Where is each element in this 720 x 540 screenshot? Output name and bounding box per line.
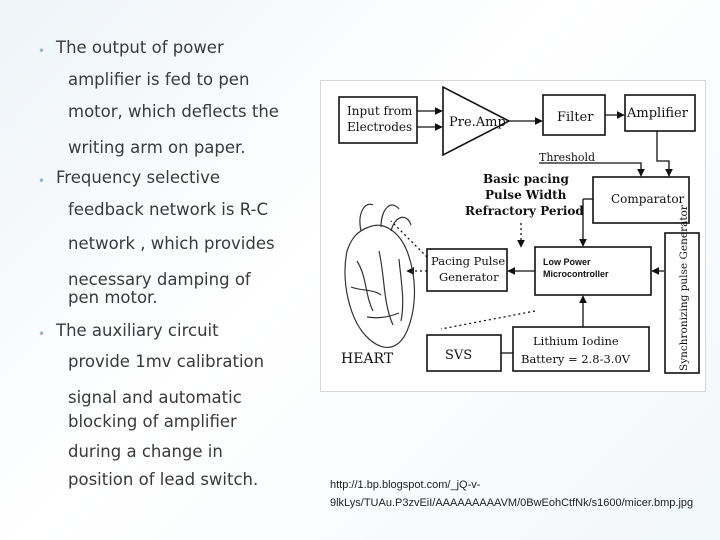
bullet-3-line-1: The auxiliary circuit [56,321,219,340]
bullet-1-line-4: writing arm on paper. [68,138,246,157]
comparator-label: Comparator [611,192,685,206]
bullet-1-line-3: motor, which deflects the [68,102,279,121]
pacemaker-block-diagram: Input from Electrodes Pre.Amp Filter Amp… [320,80,706,392]
microcontroller-label: Microcontroller [543,269,609,279]
input-electrodes-box [338,96,418,144]
bullet-2-line-5: pen motor. [68,288,158,307]
battery-box [512,326,650,372]
bullet-2-line-3: network , which provides [68,234,275,253]
bullet-3-line-3: signal and automatic [68,388,242,407]
input-electrodes-label-1: Input from [347,104,413,118]
comparator-box [592,176,690,224]
block-diagram-svg: Input from Electrodes Pre.Amp Filter Amp… [338,85,700,374]
bullet-2-line-2: feedback network is R-C [68,200,268,219]
bullet-dot: • [38,44,46,58]
bullet-1-line-2: amplifier is fed to pen [68,70,250,89]
bullet-3-line-4: blocking of amplifier [68,412,237,431]
amplifier-label: Amplifier [626,106,689,121]
heart-label: HEART [341,351,394,367]
bullet-dot: • [38,174,46,188]
bullet-2-line-4: necessary damping of [68,270,251,289]
image-source-url: http://1.bp.blogspot.com/_jQ-v-9lkLys/TU… [330,479,694,509]
preamp-label: Pre.Amp [449,115,506,130]
bullet-3-line-5: during a change in [68,442,223,461]
filter-label: Filter [557,110,594,125]
preamp-triangle [442,85,511,157]
bullet-dot: • [38,327,46,341]
input-electrodes-label-2: Electrodes [347,120,412,134]
pulse-width-label: Pulse Width [485,188,567,202]
refractory-period-label: Refractory Period [465,204,584,218]
bullet-3-line-2: provide 1mv calibration [68,352,265,371]
battery-label-2: Battery = 2.8-3.0V [521,352,631,366]
basic-pacing-label: Basic pacing [483,172,569,186]
bullet-3-line-6: position of lead switch. [68,470,259,489]
sync-pulse-generator-box [664,232,700,374]
amplifier-box [624,94,696,132]
sync-pulse-generator-label: Synchronizing pulse Generator [678,204,690,371]
threshold-label: Threshold [539,151,595,164]
bullet-2-line-1: Frequency selective [56,168,221,187]
pacing-pulse-label-1: Pacing Pulse [431,254,505,268]
low-power-label: Low Power [543,257,591,267]
pacing-pulse-label-2: Generator [439,270,499,284]
svs-label: SVS [445,348,472,363]
bullet-1-line-1: The output of power [56,38,224,57]
pacing-pulse-generator-box [426,248,508,292]
heart-illustration [344,203,416,348]
battery-label-1: Lithium Iodine [533,334,619,348]
